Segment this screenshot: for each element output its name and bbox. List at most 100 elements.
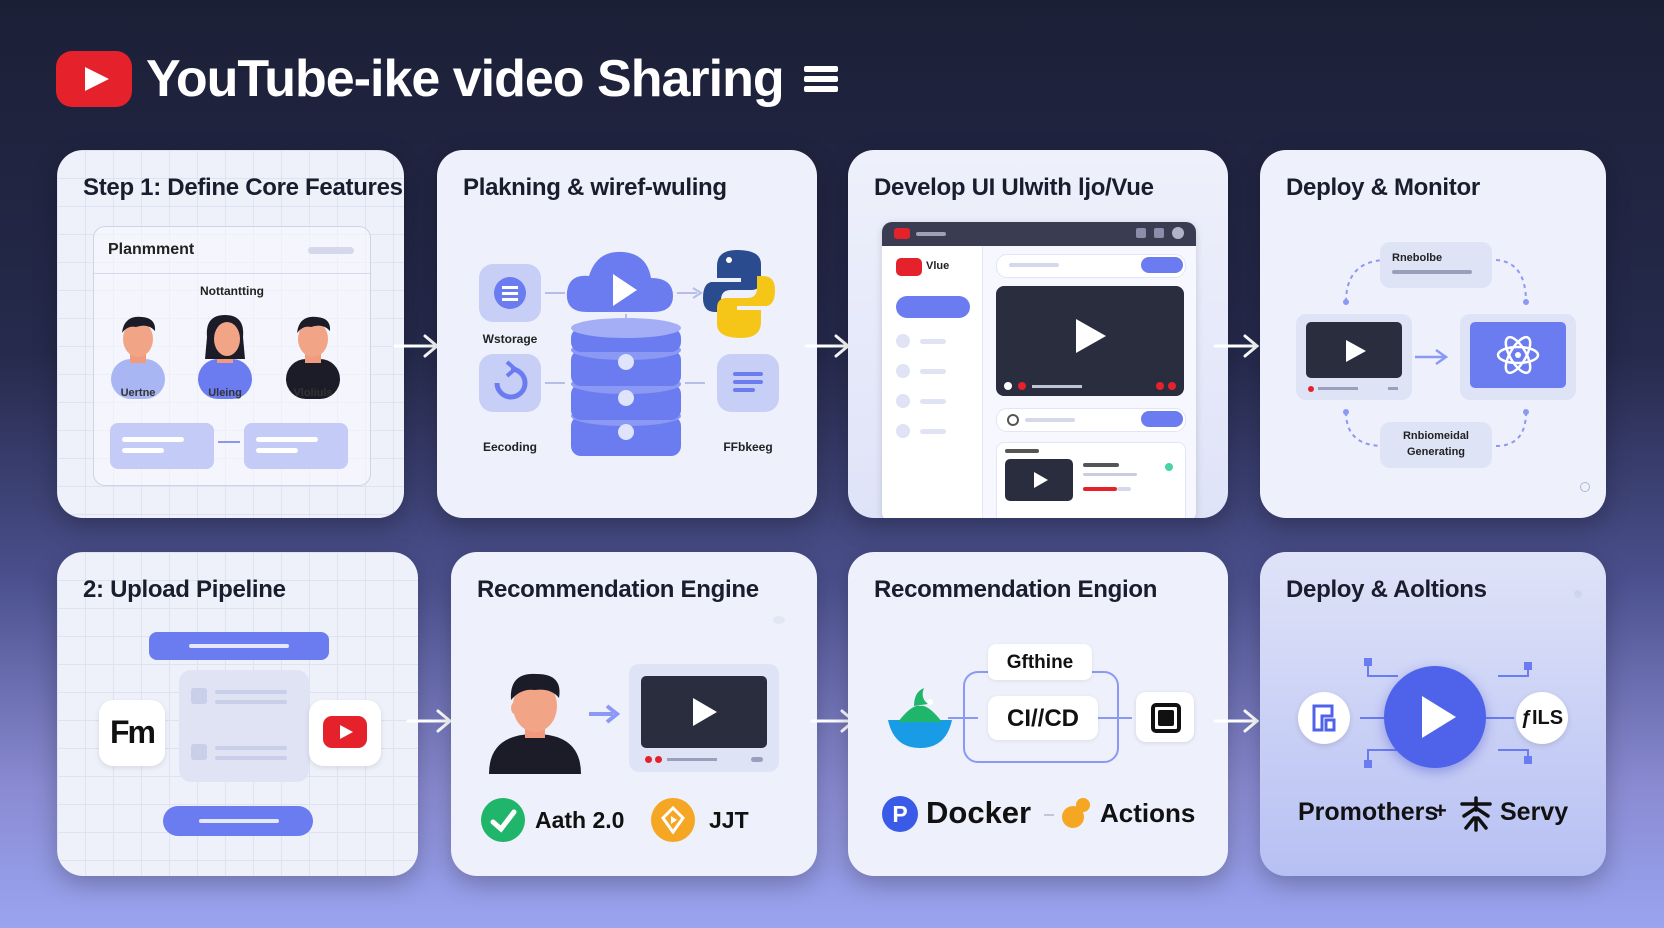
youtube-small-icon <box>894 228 910 239</box>
cicd-box: CI//CD <box>988 696 1098 740</box>
app-sidebar: Vlue <box>882 246 983 518</box>
section-label: Nottantting <box>200 284 264 298</box>
storage-icon <box>479 264 541 322</box>
task-card <box>244 423 348 469</box>
play-icon <box>1346 340 1366 362</box>
video-player-panel <box>629 664 779 772</box>
window-titlebar <box>882 222 1196 246</box>
person-label: Vloliuls <box>293 387 333 399</box>
right-service-label: ƒILS <box>1520 707 1564 729</box>
person-label: Uleing <box>208 387 242 399</box>
sidebar-primary-button[interactable] <box>896 296 970 318</box>
main-play-button[interactable] <box>1384 666 1486 768</box>
menu-icon[interactable] <box>803 66 838 92</box>
top-search-bar[interactable] <box>996 254 1186 278</box>
servy-label: Servy <box>1500 798 1569 826</box>
play-icon <box>1422 696 1456 738</box>
card-deploy-actions: Deploy & Aoltions ƒILS Promothers + Serv… <box>1260 552 1606 876</box>
card-planning-wireframing: Plakning & wiref-wuling <box>437 150 817 518</box>
sidebar-item[interactable] <box>896 364 946 383</box>
deploy-loop-lines <box>1343 259 1529 447</box>
window-controls[interactable] <box>1136 227 1184 239</box>
flow-arrow-icon <box>804 334 851 358</box>
search-button[interactable] <box>1141 257 1183 273</box>
left-service-icon <box>1298 692 1350 744</box>
card-title: 2: Upload Pipeline <box>83 576 286 603</box>
circuit-lines <box>1360 658 1532 768</box>
comment-search-bar[interactable] <box>996 408 1186 432</box>
kubernetes-panel <box>1460 314 1576 400</box>
panel-title: Planmment <box>108 241 195 258</box>
sidebar-item[interactable] <box>896 334 946 353</box>
actions-logo-icon <box>1062 798 1092 830</box>
separator-dash <box>1044 814 1054 816</box>
flow-arrow-icon <box>1213 709 1260 733</box>
cloud-play-icon <box>566 251 673 312</box>
card-title: Step 1: Define Core Features <box>83 174 403 201</box>
card-deploy-monitor: Deploy & Monitor Rnebolbe Rnbiome <box>1260 150 1606 518</box>
user-avatar-icon <box>489 673 581 774</box>
app-window: Vlue <box>882 222 1196 518</box>
python-logo-icon <box>703 250 775 338</box>
comment-submit-button[interactable] <box>1141 411 1183 427</box>
sidebar-item[interactable] <box>896 394 946 413</box>
card-upload-pipeline: 2: Upload Pipeline Fm <box>57 552 418 876</box>
jwt-label: JJT <box>709 807 749 833</box>
storage-label: Wstorage <box>482 332 538 346</box>
play-icon <box>1034 472 1048 488</box>
encoding-label: Eecoding <box>482 440 537 454</box>
app-name: Vlue <box>926 260 950 272</box>
person-2-icon <box>198 315 252 399</box>
oauth-label: Aath 2.0 <box>535 807 625 833</box>
person-1-icon <box>111 316 165 399</box>
search-icon <box>1007 414 1019 426</box>
video-thumbnail[interactable] <box>1005 459 1073 501</box>
related-video-card[interactable] <box>996 442 1186 518</box>
person-3-icon <box>286 316 340 399</box>
brand-text: Fm <box>110 714 156 750</box>
people-illustration <box>111 315 340 399</box>
brand-tile: Fm <box>99 700 165 766</box>
ffmpeg-label: FFbkeeg <box>723 440 773 454</box>
panel-divider <box>94 273 370 274</box>
monitor-bottom-box: Rnbiomeidal Generating <box>1380 422 1492 468</box>
planning-panel: Planmment Nottantting <box>93 226 371 486</box>
status-dot-icon <box>1580 482 1590 492</box>
arrow-right-icon <box>589 704 621 724</box>
card-define-core-features: Step 1: Define Core Features Planmment N… <box>57 150 404 518</box>
play-icon[interactable] <box>1076 319 1106 353</box>
card-recommendation-engine-1: Recommendation Engine Aath 2.0 JJT <box>451 552 817 876</box>
panel-controls <box>308 247 354 254</box>
monitor-top-label: Rnebolbe <box>1392 252 1443 264</box>
pipeline-header-button[interactable] <box>149 632 329 660</box>
video-preview[interactable] <box>1306 322 1402 378</box>
decor-dot-icon <box>1574 590 1582 598</box>
card-recommendation-engine-2: Recommendation Engion Gfthine CI//CD P D… <box>848 552 1228 876</box>
prometheus-label: Promothers <box>1298 798 1439 826</box>
video-player[interactable] <box>996 286 1184 396</box>
sidebar-item[interactable] <box>896 424 946 443</box>
video-preview[interactable] <box>641 676 767 748</box>
card-title: Deploy & Monitor <box>1286 174 1480 201</box>
youtube-logo-icon <box>896 258 922 276</box>
encoding-icon <box>479 354 541 412</box>
person-label: Uertne <box>120 387 156 399</box>
pipeline-action-button[interactable] <box>163 806 313 836</box>
card-title: Develop UI Ulwith ljo/Vue <box>874 174 1154 201</box>
chip-icon <box>1136 692 1194 742</box>
card-title: Recommendation Engine <box>477 576 759 603</box>
youtube-logo-icon <box>56 51 132 107</box>
atom-service-icon[interactable] <box>1470 322 1566 388</box>
top-box: Gfthine <box>988 644 1092 680</box>
ffmpeg-icon <box>685 354 779 412</box>
flow-arrow-icon <box>1213 334 1260 358</box>
monitor-top-box: Rnebolbe <box>1380 242 1492 288</box>
card-develop-ui: Develop UI Ulwith ljo/Vue Vlue <box>848 150 1228 518</box>
jwt-badge-icon <box>651 798 695 842</box>
page-title: YouTube-ike video Sharing <box>146 50 785 108</box>
actions-label: Actions <box>1100 798 1196 828</box>
card-title: Recommendation Engion <box>874 576 1158 603</box>
video-monitor-panel <box>1296 314 1412 400</box>
pipeline-list-panel <box>179 670 309 782</box>
player-controls[interactable] <box>1004 382 1176 390</box>
